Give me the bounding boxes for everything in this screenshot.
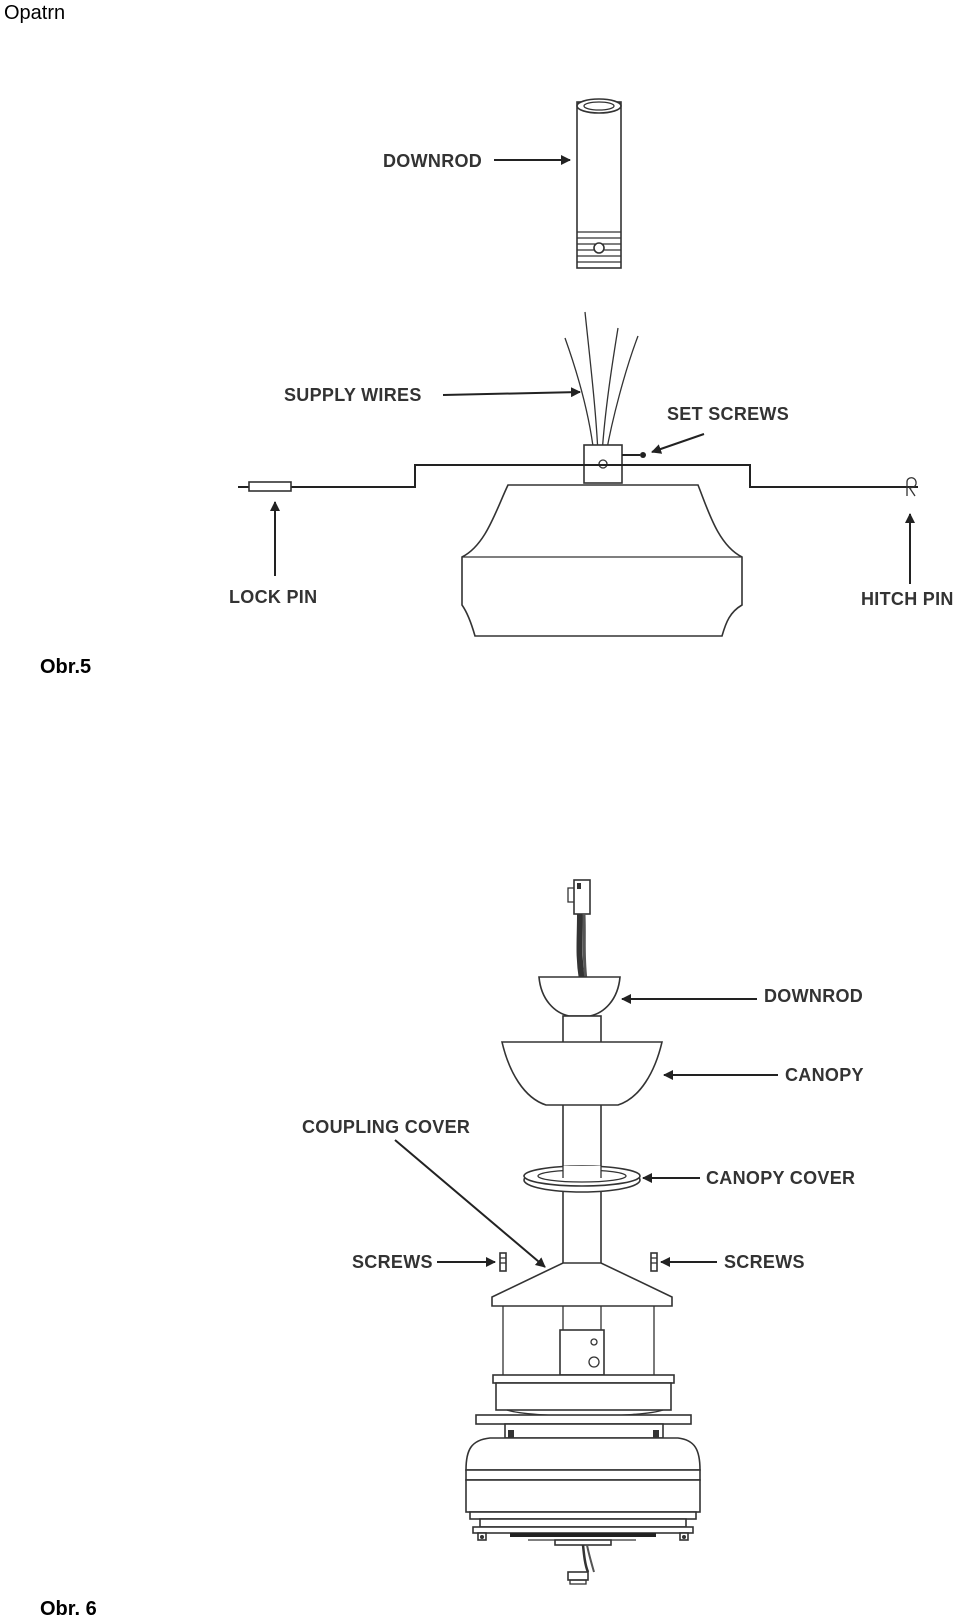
pin-line [238, 464, 918, 488]
figure-5-caption: Obr.5 [40, 656, 92, 678]
lock-pin-part [248, 481, 292, 492]
canopy-part [500, 1041, 664, 1106]
coupling-cover-arrow [394, 1139, 546, 1268]
screw-right [650, 1252, 658, 1385]
figure-6-diagram: DOWNROD CANOPY CANOPY COVER [302, 879, 864, 1585]
label-screws-right: SCREWS [724, 1252, 805, 1272]
label-coupling-cover: COUPLING COVER [302, 1117, 470, 1137]
canopy-cover-ring [523, 1165, 641, 1193]
coupling-block-fig6 [559, 1306, 605, 1376]
label-downrod: DOWNROD [383, 151, 482, 171]
downrod-ball-cup [538, 976, 621, 1017]
label-hitch-pin: HITCH PIN [861, 589, 954, 609]
set-screws-arrow [651, 433, 705, 454]
motor-housing [461, 484, 743, 637]
label-screws-left: SCREWS [352, 1252, 433, 1272]
supply-wires-arrow [442, 387, 581, 398]
label-canopy: CANOPY [785, 1065, 864, 1085]
wire-connector-top [567, 879, 591, 981]
label-set-screws: SET SCREWS [667, 404, 789, 424]
label-supply-wires: SUPPLY WIRES [284, 385, 422, 405]
page-header-title: Opatrn [4, 2, 66, 24]
supply-wires-part [564, 311, 639, 455]
coupling-cover-part [491, 1262, 673, 1307]
fan-motor-assembly [465, 1374, 701, 1546]
figure-6-caption: Obr. 6 [40, 1598, 97, 1620]
label-downrod-fig6: DOWNROD [764, 986, 863, 1006]
wire-connector-bottom [567, 1544, 595, 1585]
label-lock-pin: LOCK PIN [229, 587, 317, 607]
label-canopy-cover: CANOPY COVER [706, 1168, 855, 1188]
hitch-pin-part [906, 477, 917, 497]
downrod-part [576, 98, 622, 269]
screw-left [499, 1252, 507, 1385]
figure-5-diagram: DOWNROD SUPPLY WIRES SET SCREWS [229, 98, 954, 637]
